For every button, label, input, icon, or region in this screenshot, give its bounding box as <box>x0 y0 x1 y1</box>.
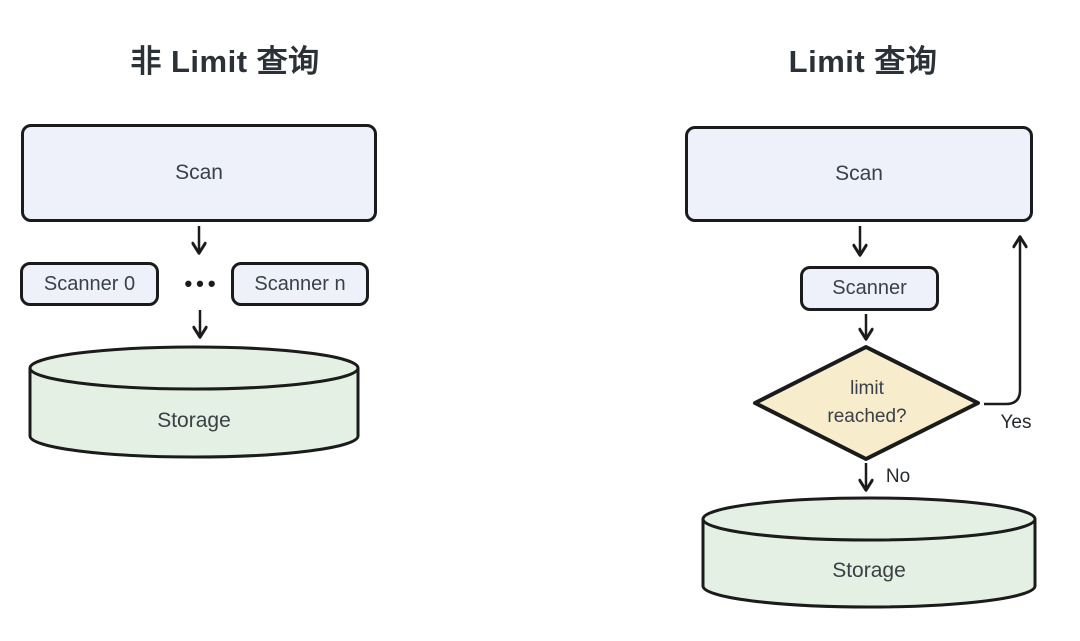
right-storage-label: Storage <box>832 559 906 582</box>
scanner-ellipsis: ••• <box>184 271 220 296</box>
left-storage-label: Storage <box>157 409 231 432</box>
right-scan-label: Scan <box>835 162 883 185</box>
limit-reached-decision-diamond <box>753 345 980 461</box>
right-storage-cylinder <box>701 496 1037 609</box>
limit-reached-decision-label: limit reached? <box>750 341 984 465</box>
left-scanner-n-label: Scanner n <box>254 272 346 295</box>
decision-line2: reached? <box>827 406 907 427</box>
left-storage-cylinder <box>28 345 360 459</box>
left-scan-label: Scan <box>175 161 223 184</box>
left-scanner-n-node: Scanner n <box>231 262 369 306</box>
right-scanner-label: Scanner <box>832 277 907 299</box>
left-scan-node: Scan <box>21 124 377 222</box>
left-scanner0-node: Scanner 0 <box>20 262 159 306</box>
left-scanner0-label: Scanner 0 <box>43 272 136 295</box>
yes-edge-label: Yes <box>1000 412 1032 433</box>
no-edge-label: No <box>885 466 911 487</box>
left-diagram-title: 非 Limit 查询 <box>130 44 320 79</box>
right-scan-node: Scan <box>685 126 1033 222</box>
right-scanner-node: Scanner <box>800 266 939 311</box>
right-diagram-title: Limit 查询 <box>788 44 938 79</box>
decision-yes-to-scan-arrow <box>984 238 1020 406</box>
decision-line1: limit <box>850 378 884 400</box>
